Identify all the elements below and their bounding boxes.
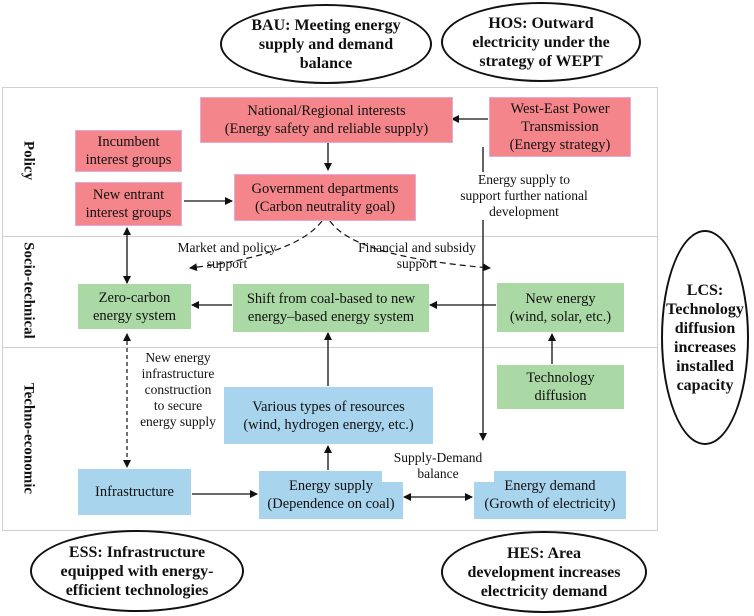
- bau-line-2: supply and demand: [258, 35, 394, 53]
- supply-demand-line-1: Supply-Demand: [393, 450, 483, 465]
- west-east-power-transmission-box: West-East Power Transmission (Energy str…: [489, 97, 631, 157]
- ess-line-3: efficient technologies: [65, 581, 209, 599]
- energy-supply-box: Energy supply (Dependence on coal): [259, 471, 403, 519]
- incumbent-line-1: Incumbent: [97, 134, 160, 150]
- lcs-line-5: installed: [676, 357, 734, 375]
- scenario-bau-ellipse: BAU: Meeting energy supply and demand ba…: [220, 4, 432, 84]
- energy-demand-line-1: Energy demand: [504, 478, 596, 494]
- zero-carbon-line-1: Zero-carbon: [98, 289, 171, 306]
- energy-support-line-2: support further national: [460, 188, 588, 203]
- bau-line-1: BAU: Meeting energy: [251, 16, 401, 34]
- infrastructure-box: Infrastructure: [78, 469, 191, 515]
- zero-carbon-line-2: energy system: [92, 307, 177, 324]
- government-departments-box: Government departments (Carbon neutralit…: [234, 174, 416, 221]
- bau-line-3: balance: [299, 54, 353, 72]
- shift-line-2: energy–based energy system: [247, 309, 415, 325]
- resources-line-1: Various types of resources: [252, 398, 405, 415]
- financial-line-2: support: [396, 256, 438, 271]
- hes-line-1: HES: Area: [507, 544, 581, 562]
- infra-line-2: infrastructure: [141, 366, 215, 381]
- scenario-hos-ellipse: HOS: Outward electricity under the strat…: [441, 2, 641, 82]
- government-line-2: (Carbon neutrality goal): [254, 198, 396, 215]
- infra-line-3: construction: [144, 382, 212, 397]
- shift-line-1: Shift from coal-based to new: [246, 291, 416, 307]
- hos-line-2: electricity under the: [472, 33, 610, 51]
- zero-carbon-energy-system-box: Zero-carbon energy system: [78, 284, 191, 329]
- energy-supply-support-note: Energy supply to support further nationa…: [440, 172, 608, 220]
- infrastructure-line-1: Infrastructure: [95, 484, 174, 500]
- various-resources-box: Various types of resources (wind, hydrog…: [224, 387, 433, 444]
- arrow-government-to-zerocarbon: [189, 220, 323, 272]
- scenario-lcs-ellipse: LCS: Technology diffusion increases inst…: [661, 230, 749, 445]
- national-line-2: (Energy safety and reliable supply): [224, 121, 429, 137]
- supply-demand-balance-note: Supply-Demand balance: [382, 450, 494, 482]
- scenario-ess-ellipse: ESS: Infrastructure equipped with energy…: [30, 530, 244, 612]
- new-entrant-line-1: New entrant: [92, 187, 165, 203]
- lcs-line-4: increases: [674, 338, 736, 356]
- infra-line-1: New energy: [145, 350, 211, 365]
- technology-diffusion-box: Technology diffusion: [497, 365, 624, 409]
- infrastructure-construction-note: New energy infrastructure construction t…: [130, 350, 226, 430]
- lcs-line-6: capacity: [676, 376, 734, 394]
- energy-demand-line-2: (Growth of electricity): [484, 496, 616, 512]
- hes-line-2: development increases: [467, 563, 621, 581]
- financial-line-1: Financial and subsidy: [358, 240, 476, 255]
- hes-line-3: electricity demand: [480, 582, 608, 600]
- market-line-1: Market and policy: [177, 240, 277, 255]
- energy-support-line-1: Energy supply to: [478, 172, 570, 187]
- lcs-line-3: diffusion: [674, 319, 736, 337]
- lcs-line-2: Technology: [666, 300, 744, 318]
- new-energy-line-1: New energy: [525, 290, 596, 307]
- energy-supply-line-1: Energy supply: [289, 478, 373, 494]
- tech-diffusion-line-2: diffusion: [534, 388, 587, 404]
- new-energy-box: New energy (wind, solar, etc.): [497, 283, 624, 332]
- hos-line-1: HOS: Outward: [488, 14, 594, 32]
- shift-energy-system-box: Shift from coal-based to new energy–base…: [233, 284, 429, 332]
- supply-demand-line-2: balance: [417, 466, 459, 481]
- new-entrant-interest-groups-box: New entrant interest groups: [75, 182, 182, 226]
- energy-demand-box: Energy demand (Growth of electricity): [474, 471, 626, 519]
- arrow-government-to-newenergy: [329, 220, 491, 272]
- national-regional-interests-box: National/Regional interests (Energy safe…: [200, 97, 453, 143]
- wept-line-1: West-East Power: [510, 101, 610, 117]
- government-line-1: Government departments: [251, 180, 399, 197]
- ess-line-1: ESS: Infrastructure: [68, 543, 206, 561]
- new-energy-line-2: (wind, solar, etc.): [509, 308, 612, 325]
- ess-line-2: equipped with energy-: [60, 562, 214, 580]
- market-line-2: support: [206, 256, 248, 271]
- incumbent-line-2: interest groups: [85, 152, 172, 168]
- scenario-hes-ellipse: HES: Area development increases electric…: [441, 531, 647, 613]
- resources-line-2: (wind, hydrogen energy, etc.): [243, 416, 414, 433]
- hos-line-3: strategy of WEPT: [479, 52, 603, 70]
- national-line-1: National/Regional interests: [247, 103, 406, 119]
- energy-support-line-3: development: [489, 204, 559, 219]
- infra-line-4: to secure: [153, 398, 203, 413]
- energy-supply-line-2: (Dependence on coal): [267, 496, 395, 512]
- market-policy-support-note: Market and policy support: [165, 240, 289, 272]
- lcs-line-1: LCS:: [686, 281, 724, 299]
- financial-subsidy-support-note: Financial and subsidy support: [348, 240, 486, 272]
- wept-line-2: Transmission: [521, 119, 599, 135]
- wept-line-3: (Energy strategy): [509, 137, 611, 153]
- infra-line-5: energy supply: [140, 414, 216, 429]
- new-entrant-line-2: interest groups: [85, 205, 172, 221]
- tech-diffusion-line-1: Technology: [526, 370, 595, 386]
- incumbent-interest-groups-box: Incumbent interest groups: [75, 130, 182, 172]
